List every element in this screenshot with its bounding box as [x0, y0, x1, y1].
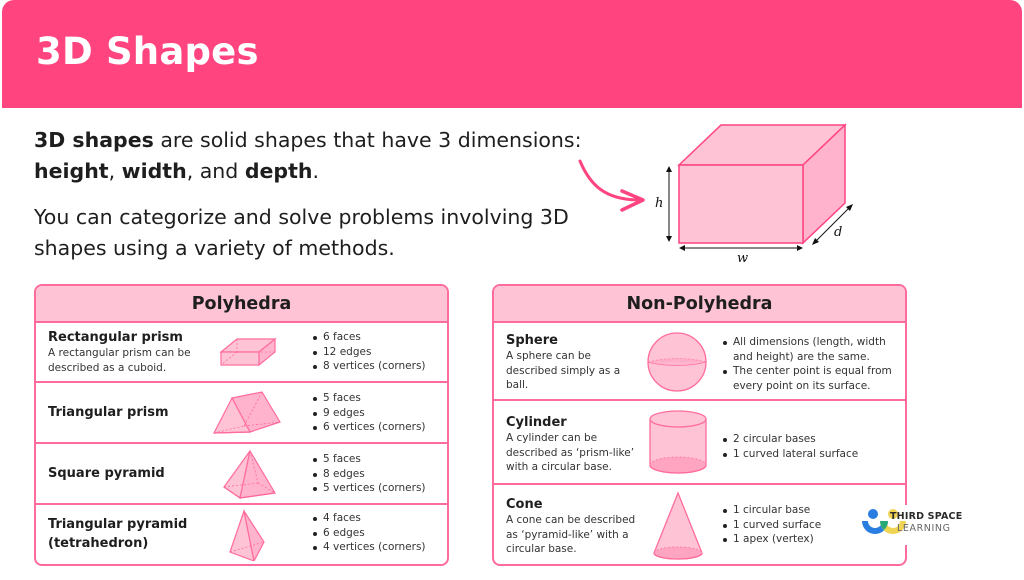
third-space-learning-logo: THIRD SPACE LEARNING	[860, 505, 1010, 545]
non-polyhedra-row-cone: Cone A cone can be described as ‘pyramid…	[494, 485, 905, 564]
polyhedra-card: Polyhedra Rectangular prism A rectangula…	[34, 284, 449, 566]
triangular-prism-icon	[213, 391, 281, 434]
fact-item: 1 curved lateral surface	[722, 447, 858, 462]
term-depth: depth	[244, 159, 313, 183]
cylinder-icon	[649, 410, 707, 474]
logo-mark-icon	[862, 509, 906, 534]
fact-item: 6 vertices (corners)	[312, 420, 426, 435]
non-polyhedra-row-cylinder: Cylinder A cylinder can be described as …	[494, 401, 905, 485]
shape-name-line-2: (tetrahedron)	[48, 536, 149, 551]
square-pyramid-icon	[223, 449, 276, 500]
shape-name: Rectangular prism	[48, 330, 183, 345]
shape-name: Triangular prism	[48, 405, 169, 420]
term-3d-shapes: 3D shapes	[34, 128, 154, 152]
non-polyhedra-heading: Non-Polyhedra	[494, 286, 905, 323]
shape-facts: 2 circular bases 1 curved lateral surfac…	[722, 432, 858, 461]
fact-item: 1 curved surface	[722, 518, 821, 533]
non-polyhedra-row-sphere: Sphere A sphere can be described simply …	[494, 323, 905, 401]
fact-item: 12 edges	[312, 345, 426, 360]
polyhedra-row-square-pyramid: Square pyramid 5 faces 8 edges 5 vertice…	[36, 444, 447, 505]
fact-item: All dimensions (length, width and height…	[722, 335, 902, 364]
fact-item: 9 edges	[312, 406, 426, 421]
shape-facts: 4 faces 6 edges 4 vertices (corners)	[312, 511, 426, 555]
shape-name: Triangular pyramid (tetrahedron)	[48, 515, 187, 553]
fact-item: 6 faces	[312, 330, 426, 345]
rectangular-prism-icon	[219, 337, 277, 367]
shape-name-line-1: Triangular pyramid	[48, 517, 188, 532]
shape-facts: 5 faces 8 edges 5 vertices (corners)	[312, 452, 426, 496]
title-banner: 3D Shapes	[2, 0, 1022, 108]
depth-label: d	[834, 225, 842, 240]
intro-text-span: are solid shapes that have 3 dimensions:	[153, 128, 582, 152]
shape-facts: 5 faces 9 edges 6 vertices (corners)	[312, 391, 426, 435]
width-label: w	[737, 251, 748, 266]
fact-item: 5 vertices (corners)	[312, 481, 426, 496]
period: .	[312, 159, 319, 183]
separator: ,	[108, 159, 122, 183]
shape-name: Cone	[506, 497, 543, 512]
cone-icon	[653, 491, 703, 560]
intro-text: 3D shapes are solid shapes that have 3 d…	[34, 125, 614, 279]
logo-text-line-1: THIRD SPACE	[890, 511, 963, 522]
sphere-icon	[647, 332, 707, 392]
fact-item: 2 circular bases	[722, 432, 858, 447]
page-title: 3D Shapes	[36, 30, 259, 73]
polyhedra-row-tetrahedron: Triangular pyramid (tetrahedron) 4 faces…	[36, 505, 447, 563]
shape-facts: All dimensions (length, width and height…	[722, 335, 902, 393]
fact-item: 6 edges	[312, 526, 426, 541]
polyhedra-row-rectangular-prism: Rectangular prism A rectangular prism ca…	[36, 323, 447, 383]
intro-paragraph-1: 3D shapes are solid shapes that have 3 d…	[34, 125, 614, 187]
polyhedra-heading: Polyhedra	[36, 286, 447, 323]
fact-item: 8 vertices (corners)	[312, 359, 426, 374]
logo-text-line-2: LEARNING	[897, 523, 951, 534]
curved-arrow-icon	[578, 159, 642, 202]
fact-item: The center point is equal from every poi…	[722, 364, 902, 393]
fact-item: 1 apex (vertex)	[722, 532, 821, 547]
fact-item: 4 faces	[312, 511, 426, 526]
shape-description: A cylinder can be described as ‘prism-li…	[506, 432, 635, 474]
fact-item: 5 faces	[312, 391, 426, 406]
term-height: height	[34, 159, 109, 183]
fact-item: 5 faces	[312, 452, 426, 467]
polyhedra-row-triangular-prism: Triangular prism 5 faces 9 edges 6 verti…	[36, 383, 447, 444]
shape-description: A rectangular prism can be described as …	[48, 347, 191, 374]
fact-item: 8 edges	[312, 467, 426, 482]
shape-description: A cone can be described as ‘pyramid-like…	[506, 514, 636, 556]
term-width: width	[121, 159, 187, 183]
shape-description: A sphere can be described simply as a ba…	[506, 350, 621, 392]
fact-item: 1 circular base	[722, 503, 821, 518]
height-label: h	[655, 196, 663, 211]
separator: , and	[186, 159, 245, 183]
cuboid-diagram: h w d	[578, 123, 853, 266]
shape-name: Cylinder	[506, 415, 567, 430]
shape-name: Square pyramid	[48, 466, 165, 481]
non-polyhedra-card: Non-Polyhedra Sphere A sphere can be des…	[492, 284, 907, 566]
shape-name: Sphere	[506, 333, 558, 348]
shape-facts: 6 faces 12 edges 8 vertices (corners)	[312, 330, 426, 374]
intro-paragraph-2: You can categorize and solve problems in…	[34, 205, 569, 260]
shape-facts: 1 circular base 1 curved surface 1 apex …	[722, 503, 821, 547]
tetrahedron-icon	[229, 509, 265, 561]
fact-item: 4 vertices (corners)	[312, 540, 426, 555]
